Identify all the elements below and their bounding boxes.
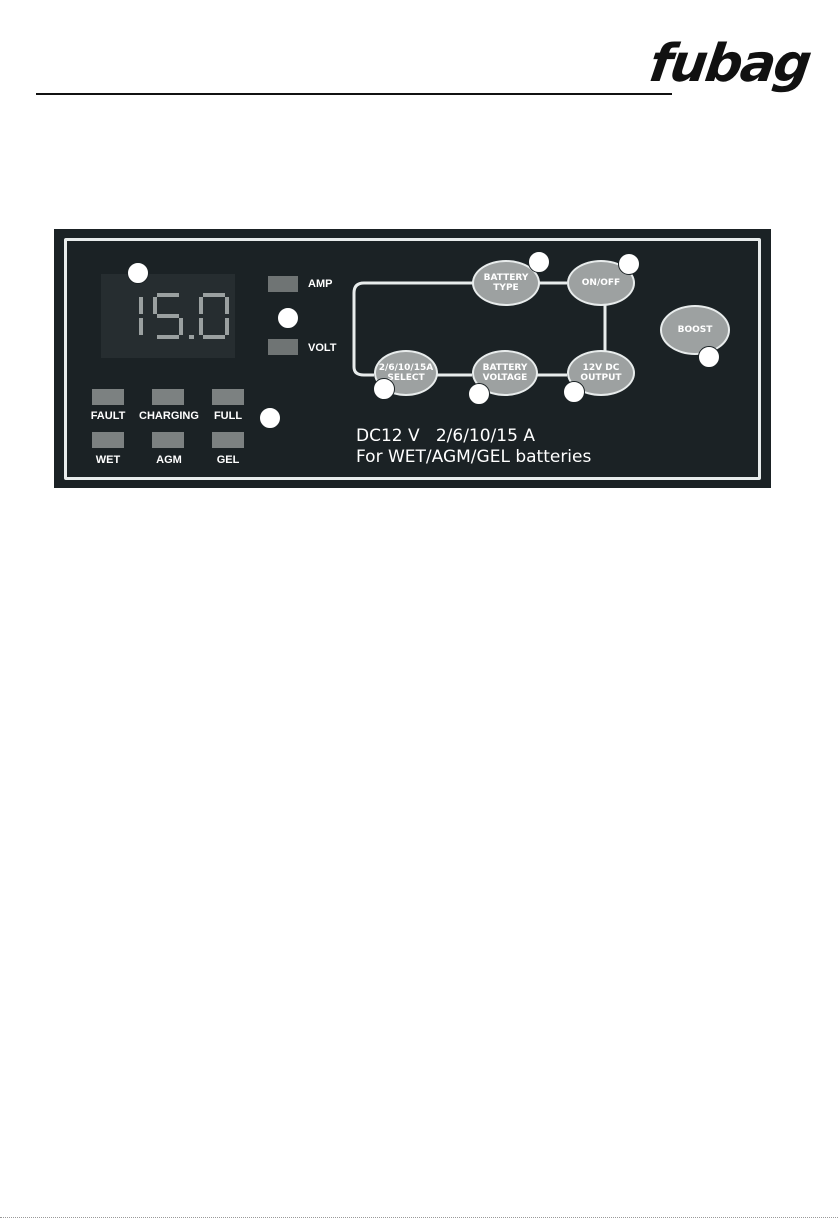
spec-rating: DC12 V 2/6/10/15 A (356, 426, 535, 446)
callout-boost (698, 346, 720, 368)
boost-button[interactable]: BOOST (660, 305, 730, 355)
callout-select (373, 378, 395, 400)
fubag-logo: fubag (646, 38, 812, 90)
header-rule (36, 93, 672, 95)
footer-rule (0, 1217, 838, 1218)
charger-control-panel: AMP VOLT FAULT CHARGING FULL WET AGM GEL… (54, 229, 771, 488)
callout-battery-voltage (468, 383, 490, 405)
callout-battery-type (528, 251, 550, 273)
spec-battery-types: For WET/AGM/GEL batteries (356, 447, 591, 467)
callout-output (563, 381, 585, 403)
callout-on-off (618, 253, 640, 275)
